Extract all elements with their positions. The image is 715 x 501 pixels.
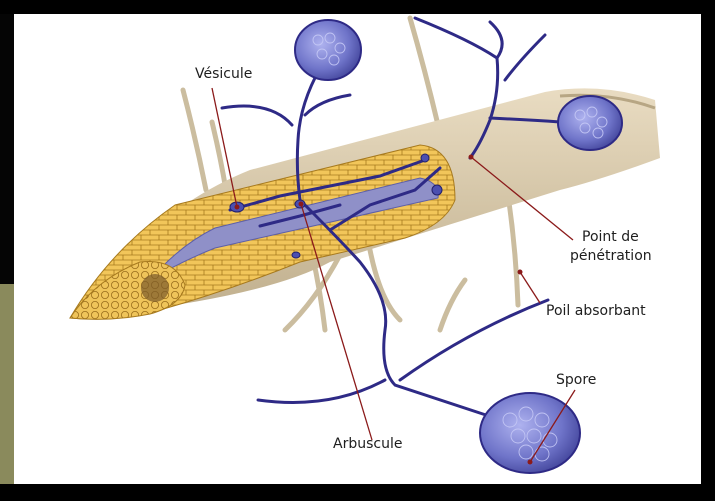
- label-penetration: pénétration: [570, 248, 652, 265]
- left-dark-edge: [0, 14, 14, 284]
- label-point-de: Point de: [582, 229, 639, 246]
- spore-right: [558, 96, 622, 150]
- label-spore: Spore: [556, 372, 596, 389]
- label-poil-absorbant: Poil absorbant: [546, 303, 646, 320]
- label-vesicule: Vésicule: [195, 66, 252, 83]
- left-photo-strip: [0, 284, 14, 484]
- label-arbuscule: Arbuscule: [333, 436, 402, 453]
- spore-top: [295, 20, 361, 80]
